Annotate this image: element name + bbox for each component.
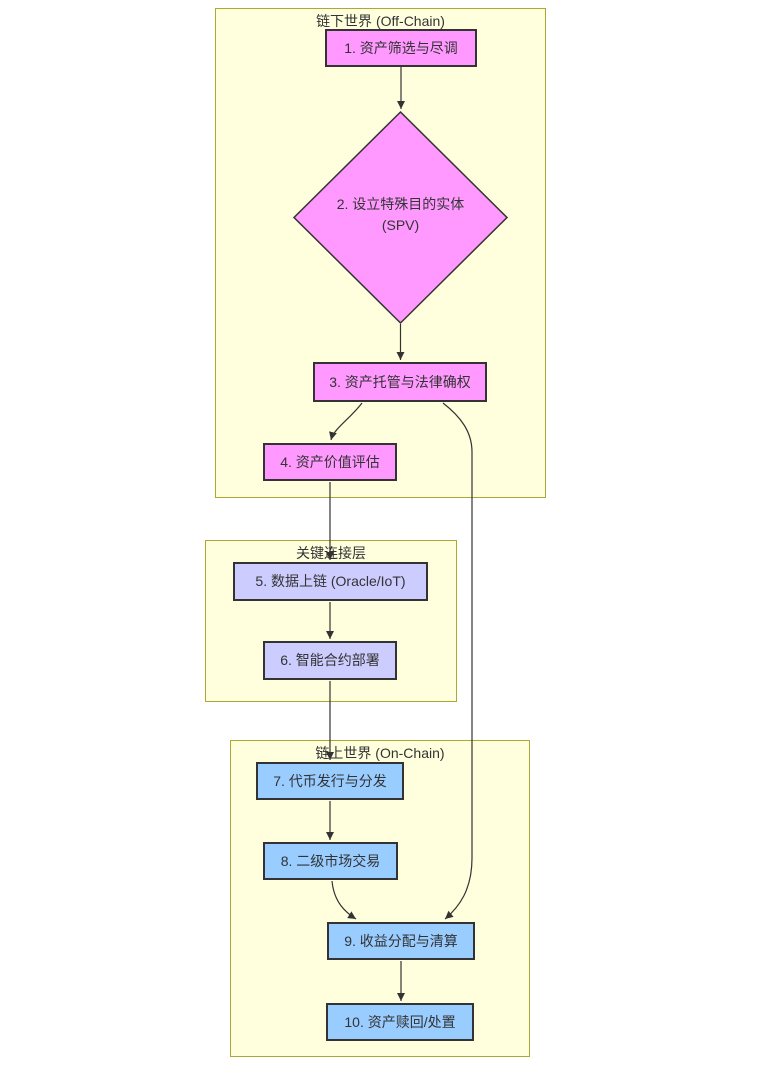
node-8-secondary-market: 8. 二级市场交易 (263, 842, 398, 880)
node-1-asset-screening: 1. 资产筛选与尽调 (325, 29, 477, 67)
node-3-custody-legal: 3. 资产托管与法律确权 (313, 362, 487, 402)
node-4-asset-valuation: 4. 资产价值评估 (263, 443, 397, 481)
node-9-income-distribution: 9. 收益分配与清算 (327, 922, 475, 960)
node-6-smart-contract-deploy: 6. 智能合约部署 (263, 641, 397, 680)
cluster-bridge-title: 关键连接层 (296, 545, 366, 561)
cluster-offchain: 链下世界 (Off-Chain) (215, 8, 546, 498)
cluster-offchain-title: 链下世界 (Off-Chain) (316, 13, 445, 29)
node-2-spv-label-line2: (SPV) (381, 217, 420, 233)
node-2-spv-label: 2. 设立特殊目的实体 (SPV) (300, 194, 501, 236)
node-10-asset-redemption: 10. 资产赎回/处置 (326, 1003, 474, 1041)
node-7-token-issuance: 7. 代币发行与分发 (256, 762, 404, 800)
cluster-onchain-title: 链上世界 (On-Chain) (315, 745, 445, 761)
node-5-data-onchain-oracle: 5. 数据上链 (Oracle/IoT) (233, 562, 428, 601)
node-2-spv-label-line1: 2. 设立特殊目的实体 (336, 196, 465, 212)
